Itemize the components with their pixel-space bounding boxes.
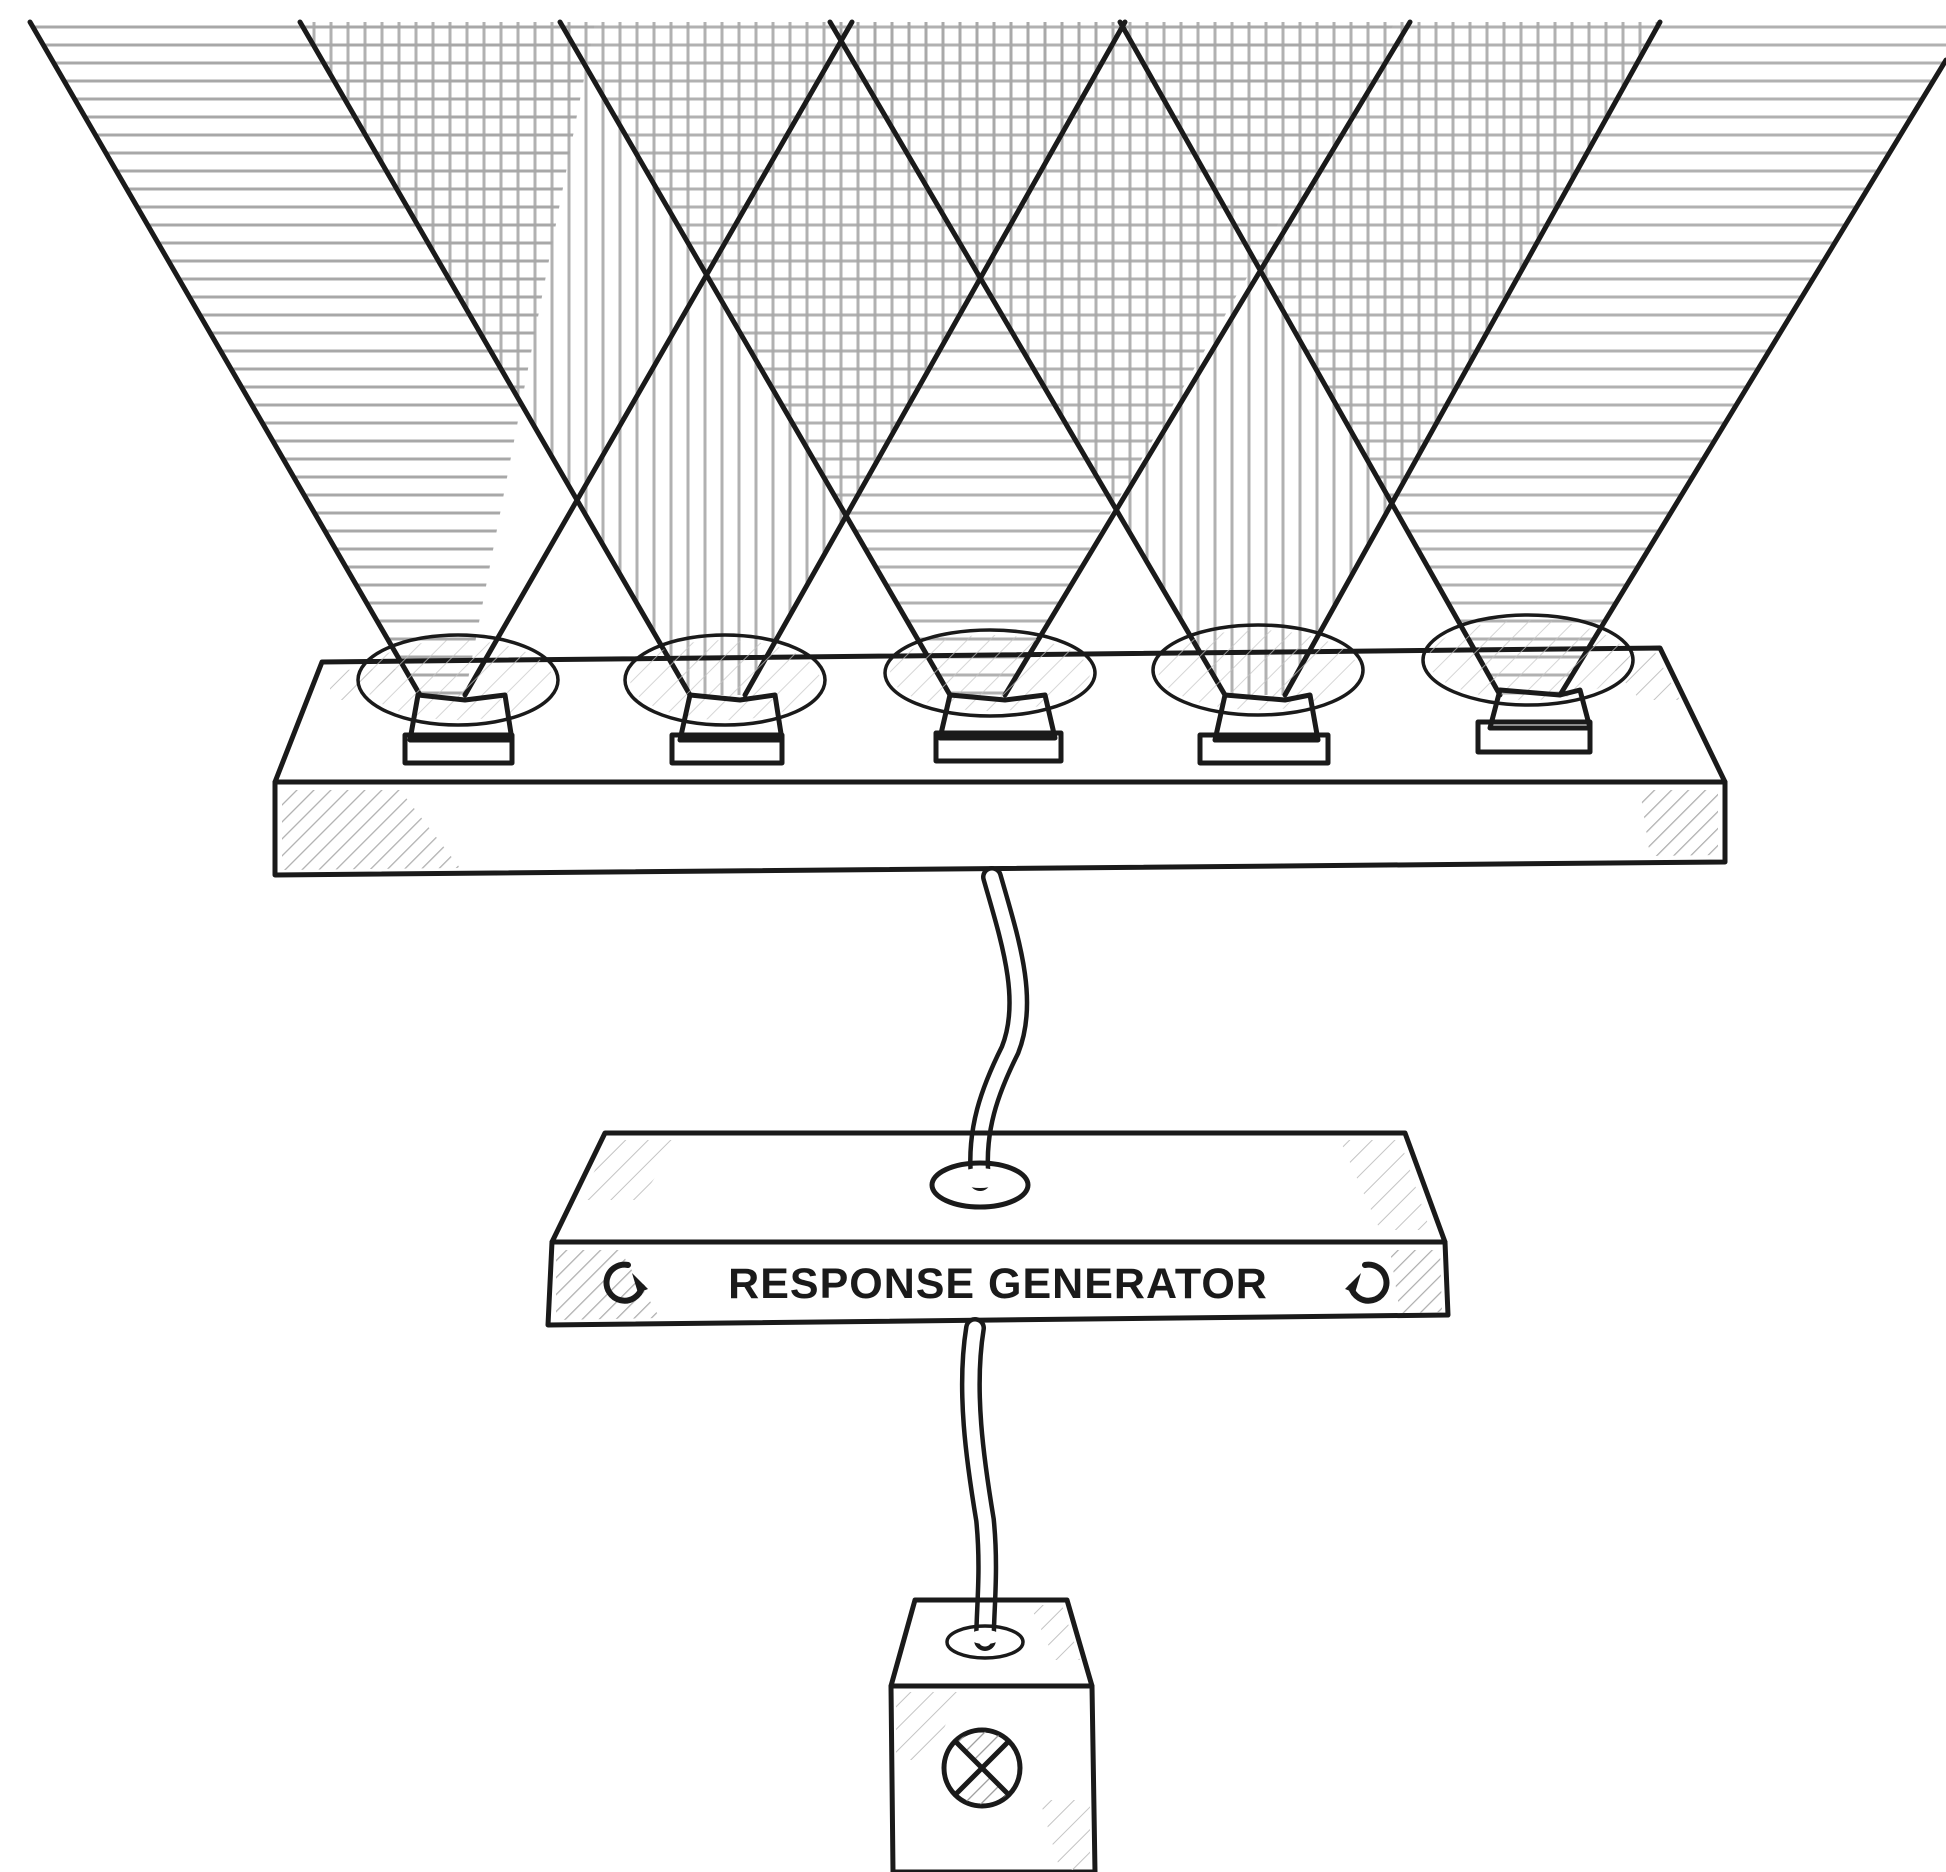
sensor-5 — [1421, 613, 1635, 755]
sensor-bar-front — [272, 779, 1728, 878]
rotate-ccw-icon — [603, 1261, 648, 1304]
x-circle-icon — [941, 1727, 1023, 1809]
generator-front — [545, 1239, 1451, 1328]
generator-top — [549, 1130, 1448, 1245]
sensor-4 — [1151, 623, 1365, 766]
response-generator: RESPONSE GENERATOR — [545, 1130, 1451, 1328]
rotate-cw-icon — [1345, 1261, 1390, 1304]
cable-lower — [959, 1317, 999, 1651]
beam-5 — [1120, 22, 1946, 695]
generator-top-port — [929, 1160, 1031, 1210]
sensor-1 — [356, 633, 560, 766]
sensor-2 — [623, 633, 827, 766]
beam-group — [27, 19, 1946, 698]
generator-label: RESPONSE GENERATOR — [728, 1260, 1268, 1308]
indicator-box-port — [945, 1624, 1025, 1660]
indicator-box-front — [888, 1683, 1098, 1872]
indicator-box — [888, 1597, 1098, 1872]
sensor-3 — [883, 628, 1097, 764]
